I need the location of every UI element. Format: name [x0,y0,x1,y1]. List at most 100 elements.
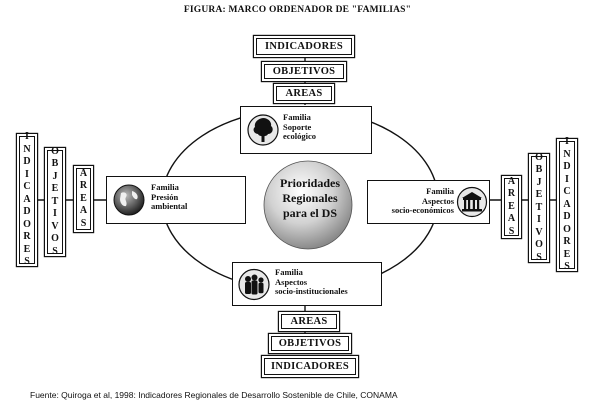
family-bottom-line-1: Familia [275,267,303,277]
family-top-text: Familia Soporte ecológico [283,112,317,142]
vertical-letter: S [24,256,30,268]
building-icon [456,186,488,218]
vertical-letter: A [507,175,516,187]
vertical-letter: A [563,198,571,210]
vertical-letter: E [508,200,515,212]
vertical-letter: V [51,220,59,232]
vertical-letter: E [80,192,87,204]
family-right-line-1: Familia [426,186,454,196]
family-top-line-2: Soporte [283,121,312,132]
bottom-areas-box: AREAS [281,314,337,329]
vertical-letter: R [507,188,516,200]
vertical-letter: S [52,245,58,257]
vertical-letter: D [23,206,31,218]
vertical-letter: R [79,180,88,192]
center-line-3: para el DS [283,206,337,220]
family-presion-ambiental: Familia Presión ambiental [106,176,246,224]
family-left-text: Familia Presión ambiental [151,182,188,212]
vertical-letter: O [563,223,571,235]
vertical-letter: J [536,176,542,188]
bottom-indicadores-label: INDICADORES [271,361,349,372]
vertical-letter: B [535,164,543,176]
family-bottom-text: Familia Aspectos socio-institucionales [275,267,348,297]
top-objetivos-box: OBJETIVOS [264,64,344,79]
bottom-indicadores-box: INDICADORES [264,358,356,375]
people-icon [238,268,270,301]
family-socio-institucionales: Familia Aspectos socio-institucionales [232,262,382,306]
vertical-letter: O [535,239,543,251]
top-areas-box: AREAS [276,86,332,101]
vertical-letter: E [51,183,59,195]
vertical-letter: C [563,186,571,198]
family-left-line-1: Familia [151,182,179,192]
top-indicadores-box: INDICADORES [256,38,352,55]
vertical-letter: S [564,261,570,273]
family-left-line-3: ambiental [151,201,188,211]
vertical-letter: S [80,217,87,229]
vertical-letter: I [565,136,569,148]
bottom-objetivos-box: OBJETIVOS [271,336,349,351]
vertical-letter: T [535,201,543,213]
vertical-letter: O [51,233,59,245]
top-objetivos-label: OBJETIVOS [272,66,336,77]
vertical-letter: I [565,173,569,185]
family-right-line-3: socio-económicos [391,205,454,215]
family-top-line-3: ecológico [283,131,317,141]
vertical-letter: N [23,143,31,155]
vertical-letter: D [23,156,31,168]
bottom-objetivos-label: OBJETIVOS [278,338,342,349]
vertical-letter: E [23,243,31,255]
family-right-line-2: Aspectos [421,195,454,206]
center-priorities: Prioridades Regionales para el DS [260,176,360,221]
center-line-2: Regionales [282,191,338,205]
vertical-letter: I [25,131,29,143]
vertical-letter: B [51,158,59,170]
vertical-letter: D [563,211,571,223]
vertical-letter: O [23,218,31,230]
family-right-text: Familia Aspectos socio-económicos [368,186,454,216]
family-soporte-ecologico: Familia Soporte ecológico [240,106,372,154]
vertical-letter: R [563,236,571,248]
family-left-line-2: Presión [151,191,179,202]
vertical-letter: O [51,145,59,157]
family-socio-economicos: Familia Aspectos socio-económicos [367,180,490,224]
source-caption: Fuente: Quiroga et al, 1998: Indicadores… [30,390,398,400]
vertical-letter: V [535,226,543,238]
family-top-line-1: Familia [283,112,311,122]
figure-title: FIGURA: MARCO ORDENADOR DE "FAMILIAS" [183,5,412,15]
vertical-letter: A [23,193,31,205]
vertical-letter: A [79,205,88,217]
vertical-letter: I [537,214,541,226]
vertical-letter: D [563,161,571,173]
vertical-letter: C [23,181,31,193]
family-bottom-line-2: Aspectos [275,276,308,287]
vertical-letter: T [51,195,59,207]
vertical-letter: N [563,148,571,160]
vertical-letter: E [535,189,543,201]
center-line-1: Prioridades [280,176,340,190]
vertical-letter: A [507,213,516,225]
vertical-letter: I [53,208,57,220]
vertical-letter: I [25,168,29,180]
tree-icon [247,114,279,146]
vertical-letter: J [52,170,58,182]
vertical-letter: R [23,231,31,243]
family-bottom-line-3: socio-institucionales [275,286,348,296]
vertical-letter: A [79,167,88,179]
top-areas-label: AREAS [285,88,323,99]
top-indicadores-label: INDICADORES [265,41,343,52]
globe-icon [113,184,145,216]
vertical-letter: O [535,151,543,163]
vertical-letter: S [508,225,515,237]
center-sphere [263,160,353,250]
vertical-letter: E [563,248,571,260]
vertical-letter: S [536,251,542,263]
bottom-areas-label: AREAS [290,316,328,327]
